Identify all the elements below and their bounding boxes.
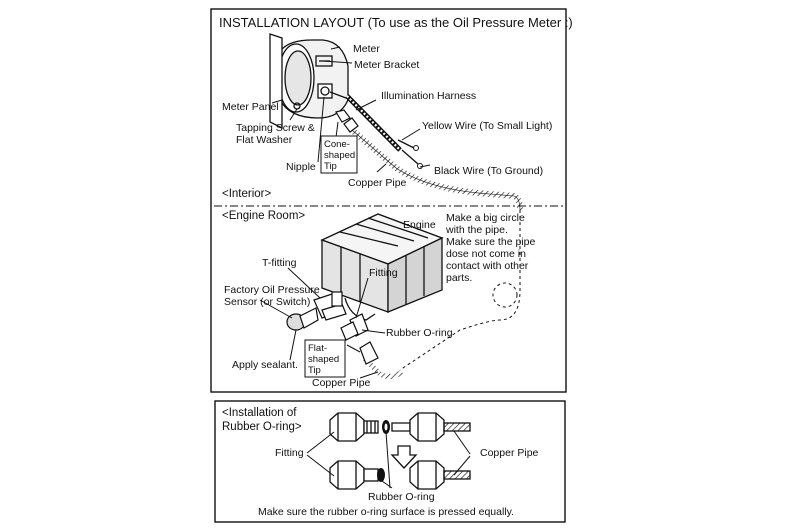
fitting-engine — [340, 313, 369, 341]
fitting-bottom — [329, 460, 379, 490]
cone-tip-label-1: Cone- — [324, 139, 350, 150]
down-arrow — [390, 445, 418, 469]
oring-fitting-label: Fitting — [275, 447, 304, 459]
pipe-note-4: dose not come in — [446, 248, 526, 260]
copper-pipe-bottom — [409, 460, 471, 490]
engine-block — [320, 213, 444, 321]
oring-title-1: <Installation of — [222, 407, 297, 419]
copper-pipe-nut — [359, 341, 379, 365]
t-fitting — [313, 291, 347, 321]
copper-pipe-engine-room — [399, 210, 521, 371]
yellow-wire-label: Yellow Wire (To Small Light) — [422, 120, 552, 132]
oring-panel-frame — [214, 400, 566, 523]
pipe-loop-circle — [492, 282, 518, 308]
fitting-label: Fitting — [369, 267, 398, 279]
pipe-note-1: Make a big circle — [446, 212, 525, 224]
black-wire-label: Black Wire (To Ground) — [434, 165, 543, 177]
meter-gauge — [277, 39, 349, 119]
nipple-label: Nipple — [286, 161, 316, 173]
cone-tip-box — [320, 135, 358, 174]
flat-tip-box — [304, 339, 346, 378]
factory-sensor — [286, 307, 319, 331]
copper-pipe-top — [391, 412, 471, 442]
tapping-screw-label: Tapping Screw & — [236, 122, 315, 134]
oring-footer-note: Make sure the rubber o-ring surface is p… — [258, 506, 514, 518]
factory-sensor-label-2: Sensor (or Switch) — [224, 296, 310, 308]
pipe-note-6: parts. — [446, 272, 472, 284]
flat-tip-label-2: shaped — [308, 354, 339, 365]
flat-washer-label: Flat Washer — [236, 134, 293, 146]
leader-lines-interior — [271, 46, 431, 173]
engine-label: Engine — [403, 219, 436, 231]
oring-title-2: Rubber O-ring> — [222, 421, 302, 433]
meter-panel — [269, 33, 301, 130]
illumination-harness-label: Illumination Harness — [381, 90, 476, 102]
cone-tip-label-2: shaped — [324, 150, 355, 161]
leader-lines-oring — [306, 430, 471, 489]
interior-label: <Interior> — [222, 188, 272, 200]
pipe-note-3: Make sure the pipe — [446, 236, 535, 248]
wire-branch — [397, 139, 419, 165]
pipe-note-5: contact with other — [446, 260, 529, 272]
copper-pipe-top-label: Copper Pipe — [348, 177, 407, 189]
pipe-note-2: with the pipe. — [445, 224, 508, 236]
copper-pipe-bottom-label: Copper Pipe — [312, 377, 371, 389]
layout-title: INSTALLATION LAYOUT (To use as the Oil P… — [219, 15, 573, 30]
t-fitting-label: T-fitting — [262, 257, 297, 269]
meter-label: Meter — [353, 43, 380, 55]
rubber-oring-label: Rubber O-ring — [386, 327, 453, 339]
layout-panel-frame — [210, 8, 567, 393]
nipple-fitting — [335, 109, 359, 133]
leader-lines-engine — [259, 267, 386, 379]
apply-sealant-label: Apply sealant. — [232, 359, 298, 371]
cone-tip-label-3: Tip — [324, 161, 337, 172]
meter-panel-label: Meter Panel — [222, 101, 279, 113]
oring-copper-pipe-label: Copper Pipe — [480, 447, 539, 459]
meter-bracket-label: Meter Bracket — [354, 59, 419, 71]
factory-sensor-label-1: Factory Oil Pressure — [224, 284, 320, 296]
flat-tip-label-3: Tip — [308, 365, 321, 376]
engine-room-label: <Engine Room> — [222, 210, 305, 222]
oring-bottom — [377, 468, 385, 482]
flat-tip-label-1: Flat- — [308, 343, 327, 354]
oring-rubber-label: Rubber O-ring — [368, 491, 435, 503]
fitting-top — [329, 412, 379, 442]
